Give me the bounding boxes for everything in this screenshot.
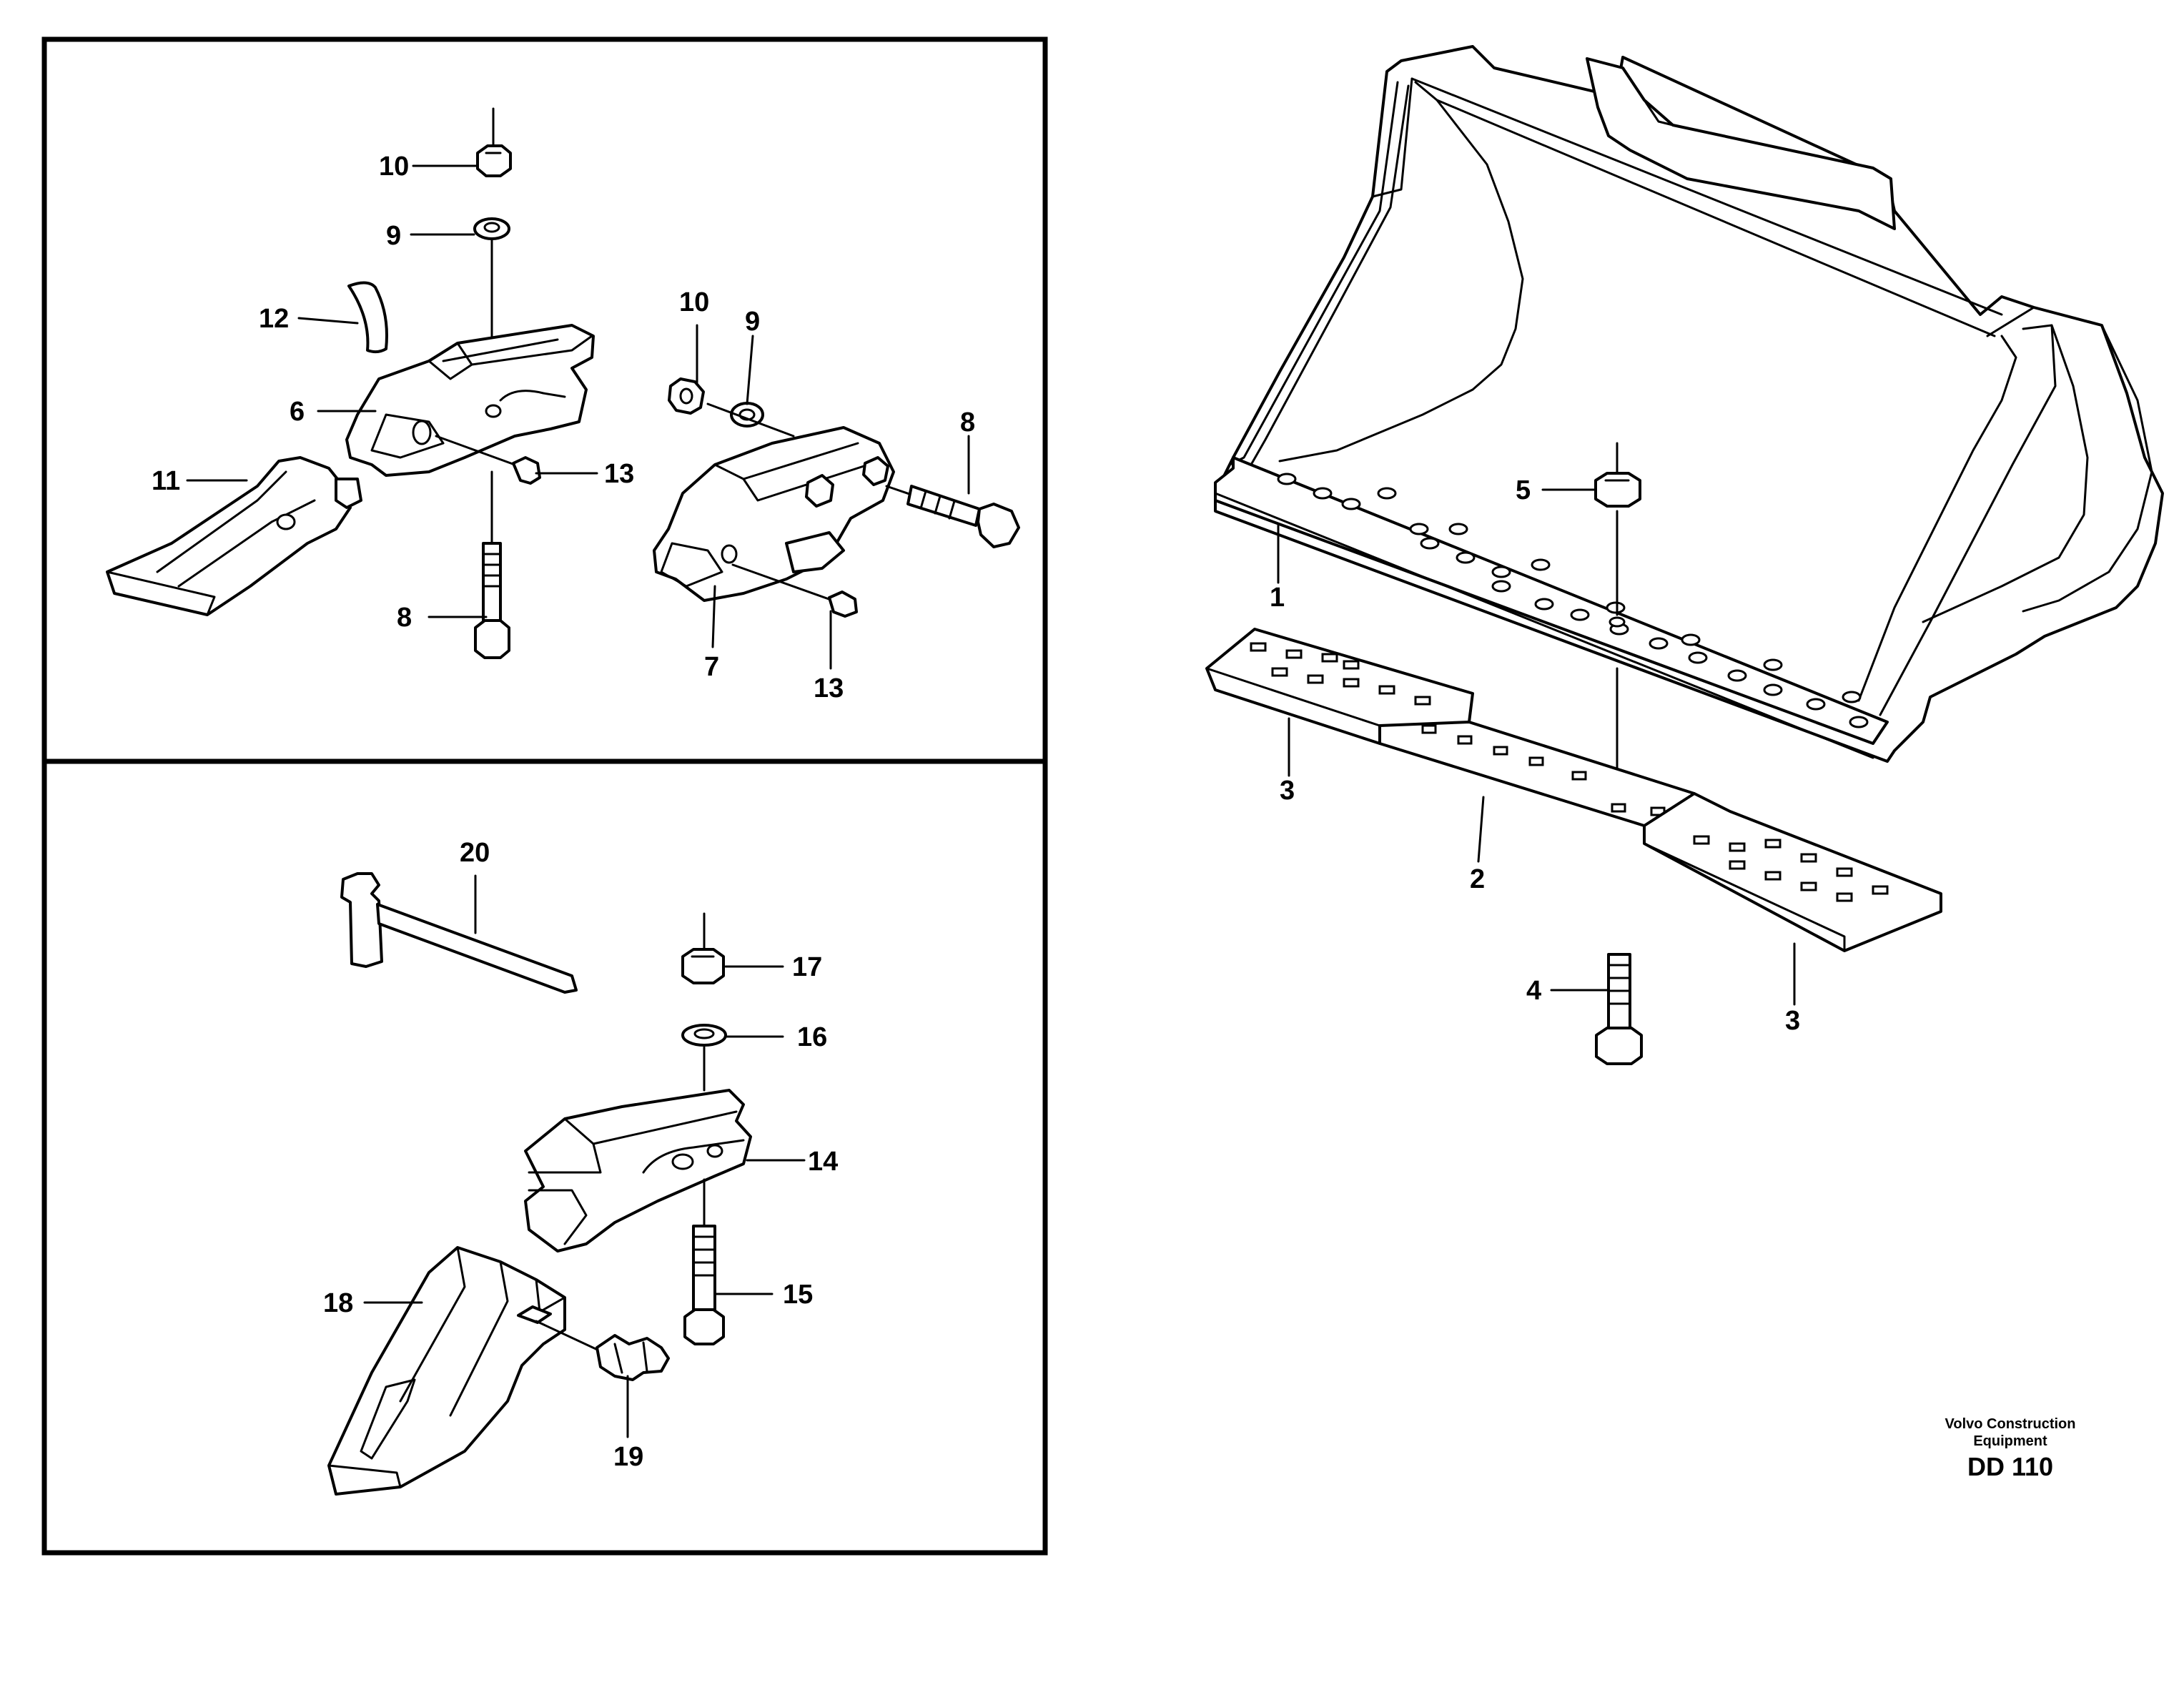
label-17: 17 <box>792 952 822 982</box>
nut-10-right <box>668 377 705 415</box>
retainer-19 <box>517 1305 670 1381</box>
segment-holes-right <box>1693 835 1889 902</box>
label-3-right: 3 <box>1785 1006 1800 1036</box>
pin-13-right <box>731 563 858 618</box>
nut-5 <box>1594 442 1641 802</box>
adapter-14 <box>524 1089 752 1252</box>
label-18: 18 <box>323 1288 353 1318</box>
pin-20 <box>340 872 578 994</box>
label-7: 7 <box>704 652 719 682</box>
bolt-4 <box>1595 953 1643 1065</box>
nut-17 <box>681 912 725 984</box>
publisher-stamp: Volvo Construction Equipment DD 110 <box>1945 1416 2076 1481</box>
adapter-6 <box>345 324 595 477</box>
label-13-right: 13 <box>814 673 844 703</box>
upper-panel-parts <box>106 107 1020 659</box>
bolt-15 <box>683 1178 725 1345</box>
bolt-8-horizontal <box>885 485 1020 548</box>
washer-9-top <box>473 217 510 240</box>
stamp-line-2: Equipment <box>1973 1433 2047 1449</box>
edge-segment-3-right <box>1643 792 1942 952</box>
label-10-top: 10 <box>379 152 409 182</box>
label-14: 14 <box>808 1147 838 1177</box>
label-10-right: 10 <box>679 287 709 317</box>
edge-holes <box>1277 473 1869 728</box>
label-13-left: 13 <box>604 459 634 489</box>
label-8-vertical: 8 <box>397 603 412 633</box>
label-12: 12 <box>259 304 289 334</box>
tooth-11 <box>106 456 362 616</box>
label-4: 4 <box>1526 976 1541 1006</box>
lower-left-panel <box>41 759 1048 1556</box>
label-11: 11 <box>152 466 180 496</box>
callout-labels: 10 9 12 6 11 8 13 10 9 8 7 13 20 17 16 1… <box>152 152 1800 1472</box>
adapter-7 <box>653 426 895 602</box>
tooth-18 <box>327 1246 566 1496</box>
nut-10-top <box>476 107 512 177</box>
label-9-top: 9 <box>386 221 401 251</box>
label-15: 15 <box>783 1280 813 1310</box>
label-19: 19 <box>613 1442 643 1472</box>
bucket-1 <box>1214 45 2164 763</box>
label-20: 20 <box>460 838 490 868</box>
label-8-horizontal: 8 <box>960 407 975 438</box>
label-9-right: 9 <box>745 307 760 337</box>
stamp-line-1: Volvo Construction <box>1945 1416 2076 1432</box>
label-6: 6 <box>290 397 305 427</box>
washer-16 <box>681 1024 727 1047</box>
bolt-8-vertical <box>474 470 510 659</box>
label-1: 1 <box>1270 583 1285 613</box>
label-5: 5 <box>1516 475 1531 505</box>
label-3-left: 3 <box>1280 776 1295 806</box>
stamp-code: DD 110 <box>1967 1452 2053 1481</box>
label-16: 16 <box>797 1022 827 1052</box>
wear-cap-12 <box>347 281 388 354</box>
label-2: 2 <box>1470 864 1485 894</box>
leader-lines <box>186 164 1796 1438</box>
lower-panel-parts <box>327 872 752 1496</box>
panel-frames <box>41 36 1048 1556</box>
segment-holes-left <box>1250 642 1431 706</box>
pin-13-left <box>435 435 541 485</box>
